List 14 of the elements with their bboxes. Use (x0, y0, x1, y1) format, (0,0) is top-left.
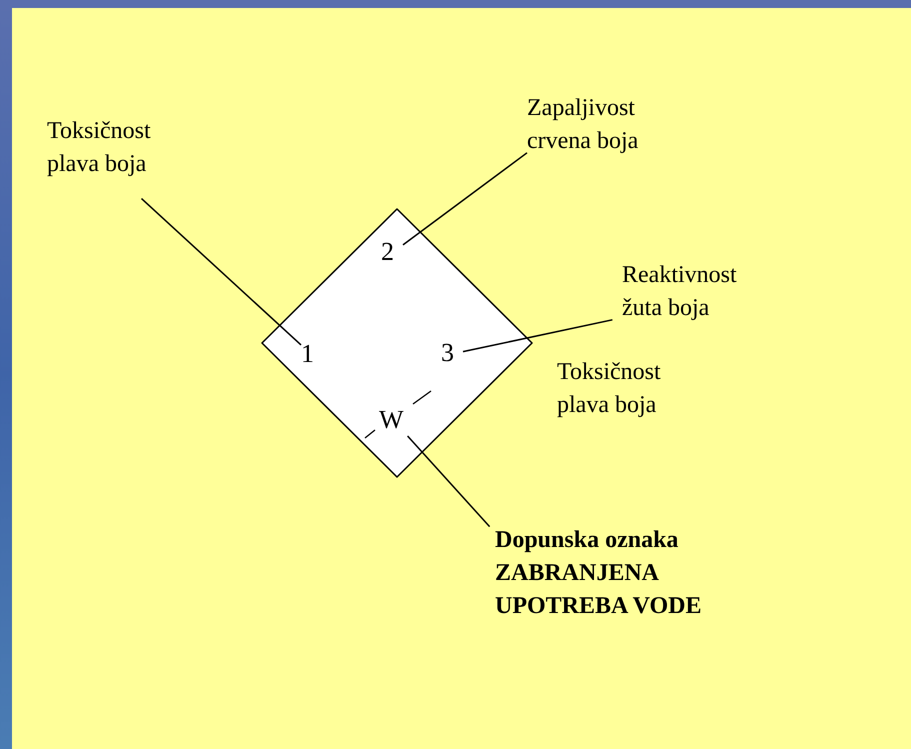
hazard-diamond (261, 208, 533, 478)
callout-text: Dopunska oznaka ZABRANJENA UPOTREBA VODE (495, 526, 702, 621)
leader-line (407, 436, 490, 528)
callout-text: Toksičnost plava boja (47, 117, 152, 179)
leader-line (462, 319, 613, 352)
hazard-number: 2 (381, 238, 394, 266)
hazard-number: 1 (301, 340, 314, 368)
hazard-number: W (379, 406, 404, 434)
leader-line (402, 152, 528, 246)
note-text: Toksičnost plava boja (557, 358, 662, 420)
leader-line (141, 198, 302, 346)
hazard-number: 3 (441, 339, 454, 367)
callout-text: Reaktivnost žuta boja (622, 261, 738, 323)
callout-text: Zapaljivost crvena boja (527, 94, 640, 156)
